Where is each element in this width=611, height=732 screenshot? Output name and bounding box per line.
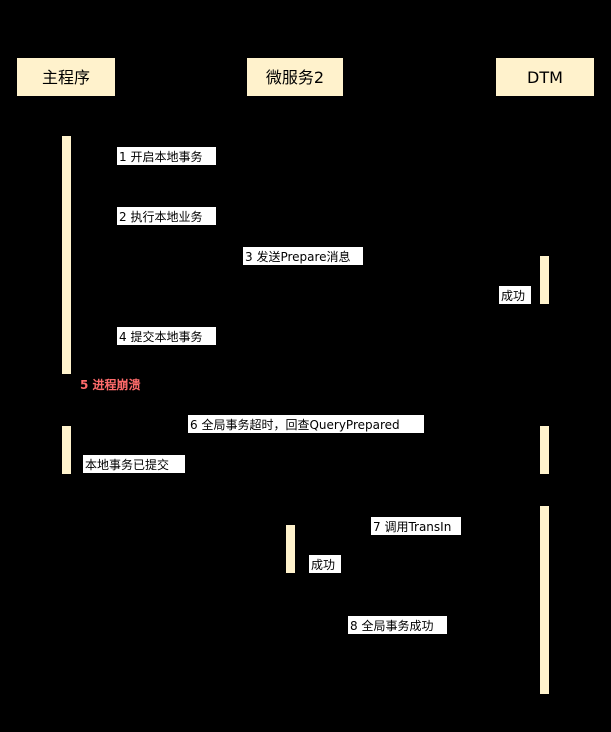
reply-7-label: 成功 [311, 558, 335, 572]
message-4-bg [117, 327, 216, 345]
participant-svc-box [247, 58, 343, 96]
reply-6-bg [83, 455, 185, 473]
message-3: 3 发送Prepare消息 [243, 247, 363, 265]
message-8-label: 8 全局事务成功 [350, 618, 433, 633]
message-4: 4 提交本地事务 [117, 327, 216, 345]
message-3-label: 3 发送Prepare消息 [245, 249, 351, 264]
message-2-bg [117, 207, 216, 225]
reply-3-bg [499, 286, 531, 304]
activation-dtm-2 [540, 426, 549, 474]
message-5-label: 5 进程崩溃 [80, 377, 141, 392]
message-6: 6 全局事务超时，回查QueryPrepared [188, 415, 424, 433]
message-8-bg [348, 616, 447, 634]
activation-svc-1 [286, 525, 295, 573]
activation-dtm-1 [540, 256, 549, 304]
message-5: 5 进程崩溃 [80, 377, 141, 392]
message-7-bg [371, 517, 461, 535]
participant-dtm: DTM [496, 58, 594, 96]
participant-main-box [17, 58, 115, 96]
participant-svc: 微服务2 [247, 58, 343, 96]
message-1-bg [117, 147, 216, 165]
reply-7-bg [309, 555, 341, 573]
message-2-label: 2 执行本地业务 [119, 209, 202, 224]
message-8: 8 全局事务成功 [348, 616, 447, 634]
reply-3-label: 成功 [501, 289, 525, 303]
reply-7: 成功 [309, 555, 341, 573]
message-1-label: 1 开启本地事务 [119, 149, 202, 164]
activation-dtm-3 [540, 506, 549, 694]
message-6-label: 6 全局事务超时，回查QueryPrepared [190, 417, 400, 432]
participant-dtm-box [496, 58, 594, 96]
reply-6: 本地事务已提交 [83, 455, 185, 473]
message-1: 1 开启本地事务 [117, 147, 216, 165]
message-4-label: 4 提交本地事务 [119, 329, 202, 344]
message-6-bg [188, 415, 424, 433]
activation-main-1 [62, 136, 71, 374]
message-3-bg [243, 247, 363, 265]
activation-main-2 [62, 426, 71, 474]
reply-3: 成功 [499, 286, 531, 304]
reply-6-label: 本地事务已提交 [85, 457, 169, 472]
message-7: 7 调用TransIn [371, 517, 461, 535]
participant-svc-label: 微服务2 [266, 68, 324, 87]
participant-main-label: 主程序 [42, 68, 90, 87]
participant-dtm-label: DTM [527, 68, 563, 87]
message-7-label: 7 调用TransIn [373, 520, 451, 534]
message-2: 2 执行本地业务 [117, 207, 216, 225]
participant-main: 主程序 [17, 58, 115, 96]
